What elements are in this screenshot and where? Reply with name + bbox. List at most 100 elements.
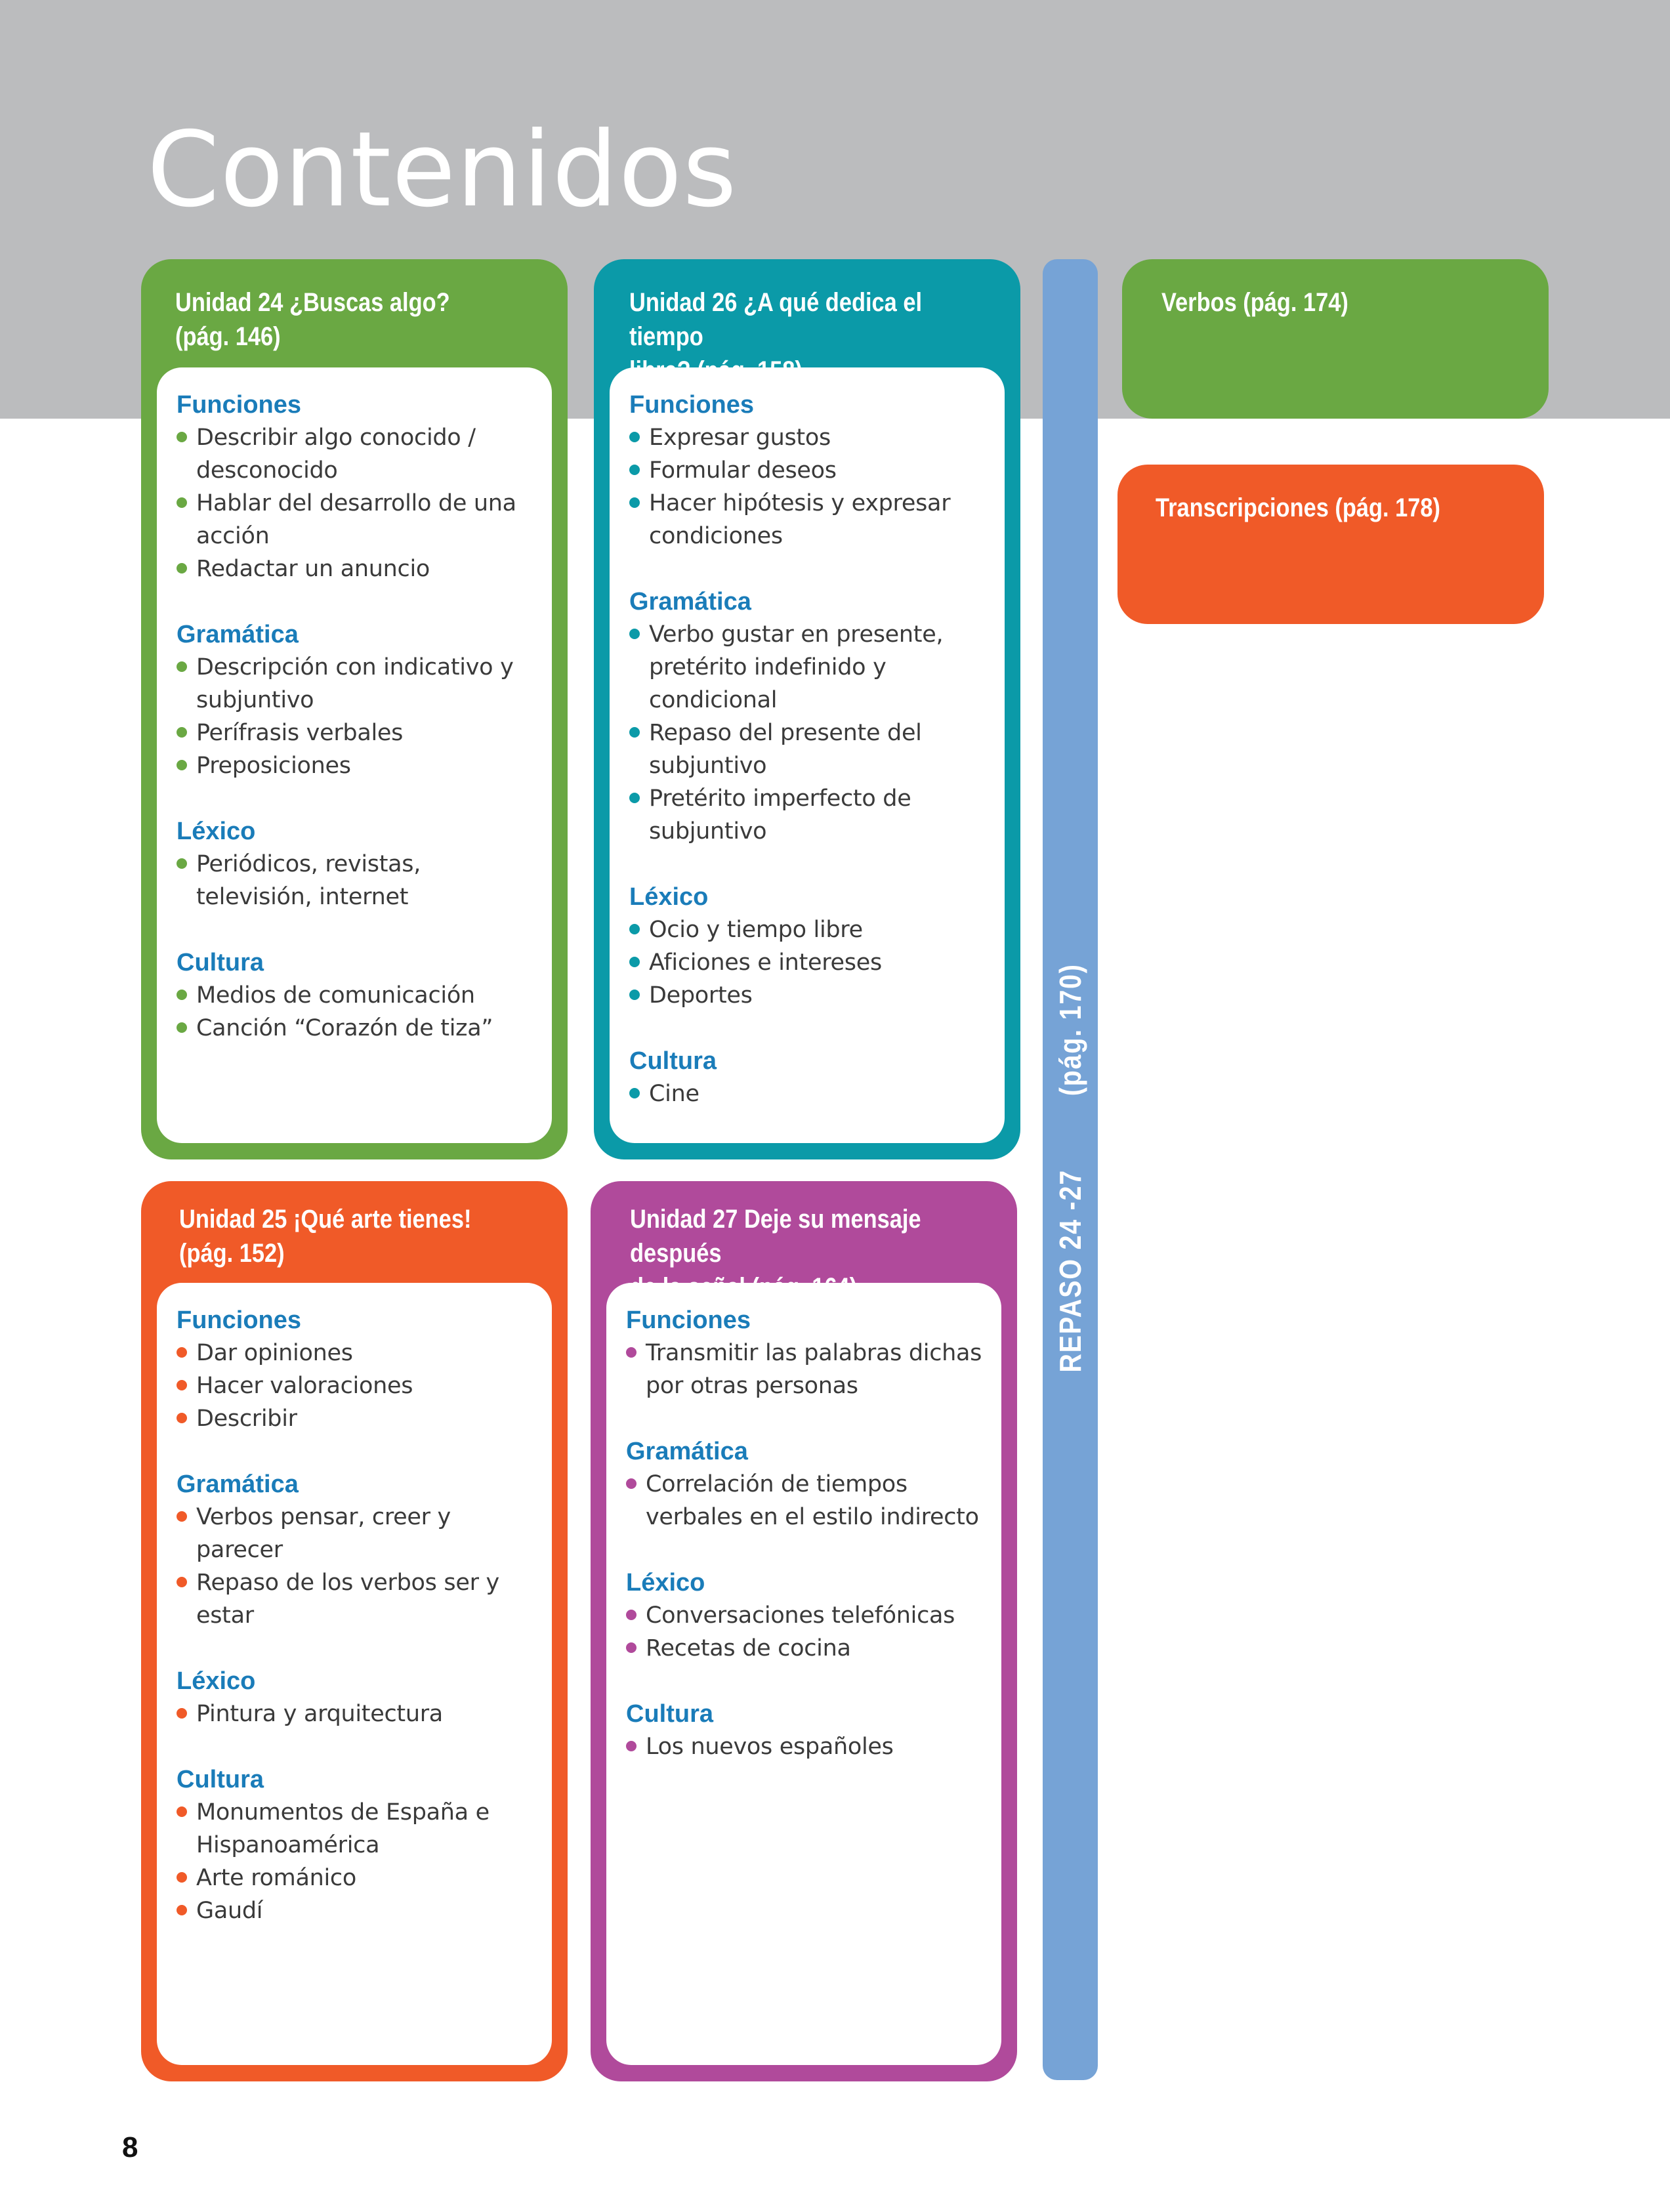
bullet-icon (177, 1708, 187, 1719)
list-item: Monumentos de España e Hispanoamérica (177, 1796, 539, 1862)
bullet-icon (626, 1478, 637, 1489)
unit-27-funciones: Funciones Transmitir las palabras dichas… (626, 1304, 988, 1402)
bullet-icon (177, 1022, 187, 1033)
section-heading: Funciones (626, 1306, 751, 1334)
list-item: Gaudí (177, 1894, 539, 1927)
unit-25-title: Unidad 25 ¡Qué arte tienes! (pág. 152) (179, 1205, 472, 1268)
list-item: Periódicos, revistas, televisión, intern… (177, 848, 539, 913)
section-heading: Cultura (177, 1766, 264, 1793)
section-heading: Gramática (177, 621, 299, 648)
bullet-icon (177, 1872, 187, 1883)
unit-26-gramatica: Gramática Verbo gustar en presente, pret… (629, 585, 992, 848)
bullet-icon (177, 858, 187, 869)
bullet-icon (177, 661, 187, 672)
bullet-icon (629, 629, 640, 639)
list-item: Repaso de los verbos ser y estar (177, 1566, 539, 1632)
bullet-icon (629, 1088, 640, 1098)
unit-26-panel: Funciones Expresar gustos Formular deseo… (610, 367, 1005, 1143)
bullet-icon (177, 1905, 187, 1915)
section-heading: Gramática (626, 1438, 748, 1465)
list-item: Verbos pensar, creer y parecer (177, 1501, 539, 1566)
list-item: Canción “Corazón de tiza” (177, 1012, 539, 1045)
list-item: Repaso del presente del subjuntivo (629, 717, 992, 782)
bullet-icon (177, 1347, 187, 1358)
list-item: Describir algo conocido / desconocido (177, 421, 539, 487)
section-heading: Léxico (177, 1667, 256, 1695)
unit-24-funciones: Funciones Describir algo conocido / desc… (177, 388, 539, 585)
section-heading: Léxico (629, 883, 709, 911)
bullet-icon (177, 1413, 187, 1423)
section-heading: Léxico (177, 818, 256, 845)
unit-26-cultura: Cultura Cine (629, 1045, 992, 1110)
unit-24-title: Unidad 24 ¿Buscas algo? (pág. 146) (175, 288, 450, 351)
unit-24-card: Unidad 24 ¿Buscas algo? (pág. 146) Funci… (141, 259, 568, 1159)
unit-25-funciones: Funciones Dar opiniones Hacer valoracion… (177, 1304, 539, 1435)
transcripciones-card: Transcripciones (pág. 178) (1117, 465, 1544, 624)
list-item: Recetas de cocina (626, 1632, 988, 1665)
unit-27-gramatica: Gramática Correlación de tiempos verbale… (626, 1435, 988, 1534)
verbos-card: Verbos (pág. 174) (1122, 259, 1549, 419)
list-item: Formular deseos (629, 454, 992, 487)
section-heading: Cultura (629, 1047, 717, 1075)
list-item: Arte románico (177, 1862, 539, 1894)
list-item: Transmitir las palabras dichas por otras… (626, 1337, 988, 1402)
bullet-icon (177, 1577, 187, 1587)
bullet-icon (629, 990, 640, 1000)
unit-27-lexico: Léxico Conversaciones telefónicas Receta… (626, 1566, 988, 1665)
unit-25-panel: Funciones Dar opiniones Hacer valoracion… (157, 1283, 552, 2065)
unit-24-lexico: Léxico Periódicos, revistas, televisión,… (177, 815, 539, 913)
repaso-page: (pág. 170) (1053, 963, 1087, 1096)
bullet-icon (177, 432, 187, 442)
unit-25-gramatica: Gramática Verbos pensar, creer y parecer… (177, 1468, 539, 1632)
list-item: Dar opiniones (177, 1337, 539, 1369)
bullet-icon (177, 563, 187, 574)
list-item: Pintura y arquitectura (177, 1698, 539, 1730)
list-item: Aficiones e intereses (629, 946, 992, 979)
section-heading: Cultura (626, 1700, 713, 1728)
bullet-icon (629, 497, 640, 508)
repaso-title: REPASO 24 -27 (1053, 1169, 1087, 1373)
unit-24-panel: Funciones Describir algo conocido / desc… (157, 367, 552, 1143)
list-item: Expresar gustos (629, 421, 992, 454)
bullet-icon (177, 1806, 187, 1817)
bullet-icon (629, 465, 640, 475)
unit-26-lexico: Léxico Ocio y tiempo libre Aficiones e i… (629, 881, 992, 1012)
unit-24-cultura: Cultura Medios de comunicación Canción “… (177, 946, 539, 1045)
bullet-icon (177, 727, 187, 738)
bullet-icon (177, 760, 187, 770)
list-item: Los nuevos españoles (626, 1730, 988, 1763)
bullet-icon (177, 990, 187, 1000)
unit-26-card: Unidad 26 ¿A qué dedica el tiempo libre?… (594, 259, 1020, 1159)
list-item: Cine (629, 1077, 992, 1110)
unit-27-title: Unidad 27 Deje su mensaje después de la … (630, 1205, 921, 1302)
verbos-title: Verbos (pág. 174) (1161, 288, 1348, 317)
list-item: Hacer hipótesis y expresar condiciones (629, 487, 992, 553)
list-item: Medios de comunicación (177, 979, 539, 1012)
section-heading: Cultura (177, 949, 264, 976)
list-item: Verbo gustar en presente, pretérito inde… (629, 618, 992, 717)
bullet-icon (177, 1380, 187, 1390)
bullet-icon (629, 793, 640, 803)
transcripciones-title: Transcripciones (pág. 178) (1156, 493, 1440, 522)
bullet-icon (626, 1610, 637, 1620)
unit-27-panel: Funciones Transmitir las palabras dichas… (606, 1283, 1001, 2065)
list-item: Perífrasis verbales (177, 717, 539, 749)
list-item: Hablar del desarrollo de una acción (177, 487, 539, 553)
section-heading: Gramática (629, 588, 751, 616)
bullet-icon (629, 957, 640, 967)
section-heading: Funciones (177, 1306, 302, 1334)
list-item: Correlación de tiempos verbales en el es… (626, 1468, 988, 1534)
bullet-icon (629, 432, 640, 442)
unit-27-cultura: Cultura Los nuevos españoles (626, 1698, 988, 1763)
section-heading: Funciones (177, 391, 302, 419)
repaso-label: REPASO 24 -27 (pág. 170) (1053, 963, 1088, 1372)
bullet-icon (626, 1741, 637, 1751)
section-heading: Gramática (177, 1471, 299, 1498)
page-number: 8 (122, 2131, 138, 2163)
list-item: Describir (177, 1402, 539, 1435)
section-heading: Funciones (629, 391, 755, 419)
bullet-icon (626, 1642, 637, 1653)
unit-27-card: Unidad 27 Deje su mensaje después de la … (591, 1181, 1017, 2081)
bullet-icon (626, 1347, 637, 1358)
page-title: Contenidos (147, 110, 738, 230)
